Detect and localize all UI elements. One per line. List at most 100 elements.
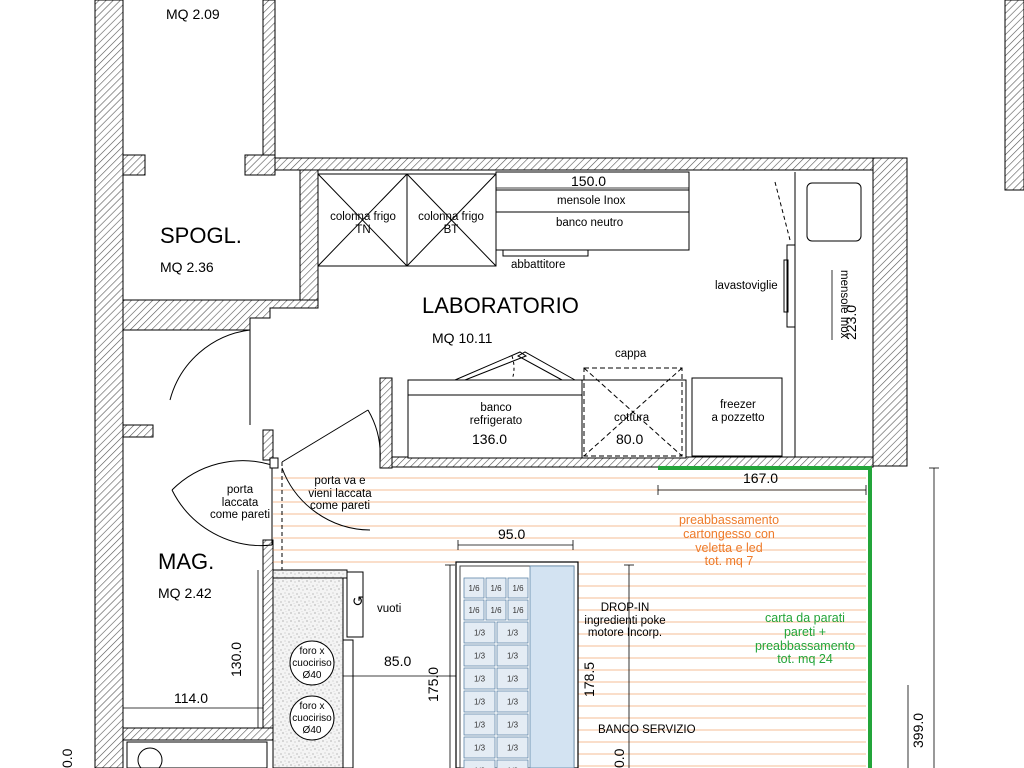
ceiling-lowering-lines — [273, 477, 866, 767]
rice-cooker-2-label: foro x cuociriso Ø40 — [292, 701, 332, 737]
gn-pan-third-label: 1/3 — [474, 652, 486, 661]
gn-pan-third-label: 1/3 — [507, 744, 519, 753]
ceiling-note-line3: veletta e led — [695, 540, 763, 555]
fridge-bt-label: colonna frigo BT — [414, 211, 488, 236]
gn-pan-third — [496, 621, 529, 644]
door-swing-line2: vieni laccata — [308, 487, 372, 500]
mag-room-area: MQ 2.42 — [158, 585, 212, 601]
dim-178-5: 178.5 — [581, 661, 597, 697]
dimension-lines — [123, 187, 939, 768]
rice-cooker-1-line3: Ø40 — [302, 670, 322, 681]
wall-mag-right — [262, 539, 274, 741]
gn-pan-third — [463, 690, 496, 713]
wallpaper-note-line1: carta da parati — [765, 611, 845, 625]
fridge-tn-line1: colonna frigo — [330, 211, 396, 223]
neutral-counter-box — [495, 171, 690, 251]
gn-pan-third-label: 1/3 — [507, 721, 519, 730]
freezer-line2: a pozzetto — [711, 411, 765, 424]
rice-cooker-hole-1 — [289, 640, 335, 686]
drop-in-line1: DROP-IN — [600, 602, 650, 614]
fridge-bt-line1: colonna frigo — [418, 211, 484, 223]
dim-399: 399.0 — [910, 712, 926, 748]
service-counter-label: BANCO SERVIZIO — [598, 724, 696, 736]
drop-in-label: DROP-IN ingredienti poke motore Incorp. — [583, 602, 667, 640]
wall-right-top — [1004, 0, 1024, 191]
freezer-box — [691, 377, 783, 457]
hood-label: cappa — [615, 348, 647, 360]
gn-pan-sixth-label: 1/6 — [512, 606, 524, 615]
rice-cooker-hole-2 — [289, 695, 335, 741]
door-swing-line1: porta va e — [314, 475, 366, 487]
gn-pan-third — [463, 713, 496, 736]
mag-room-name: MAG. — [158, 549, 215, 574]
wallpaper-boundary — [658, 466, 872, 768]
gn-pan-third — [496, 690, 529, 713]
rice-cooker-2-line3: Ø40 — [302, 725, 322, 736]
wall-mag-right-top — [262, 429, 274, 461]
rice-cooker-1-line1: foro x — [299, 646, 325, 657]
ceiling-note: preabbassamento cartongesso con veletta … — [664, 513, 794, 569]
dim-130: 130.0 — [228, 641, 244, 677]
dim-150: 150.0 — [571, 173, 607, 189]
refrigerated-counter-line1: banco — [480, 402, 512, 414]
gn-pan-third — [463, 667, 496, 690]
drop-in-glass — [529, 565, 575, 768]
gn-pan-third-label: 1/3 — [507, 698, 519, 707]
gn-pan-sixth-label: 1/6 — [512, 584, 524, 593]
rice-cooker-1-label: foro x cuociriso Ø40 — [292, 646, 332, 682]
sink-box — [806, 182, 862, 242]
dim-114: 114.0 — [174, 690, 208, 706]
doors — [169, 329, 381, 570]
spogl-room-name: SPOGL. — [160, 223, 242, 248]
walls — [94, 0, 1024, 768]
gn-pan-third-label: 1/3 — [474, 698, 486, 707]
gn-pan-sixth — [485, 599, 507, 621]
gn-pan-sixth-label: 1/6 — [490, 584, 502, 593]
voids-label: vuoti — [377, 603, 402, 615]
gn-pan-sixth — [463, 577, 485, 599]
gn-pan-sixth — [485, 577, 507, 599]
refrigerated-counter-line2: refrigerato — [469, 414, 523, 427]
top-room-area: MQ 2.09 — [166, 6, 220, 22]
gn-pan-third — [496, 667, 529, 690]
gn-pan-third-label: 1/3 — [507, 767, 519, 768]
gn-pan-third — [463, 736, 496, 759]
door-left-line2: laccata — [221, 496, 259, 509]
wall-spogl-step — [122, 299, 319, 331]
gn-pan-third-label: 1/3 — [507, 652, 519, 661]
shelves-label: mensole Inox — [557, 195, 626, 207]
blast-chiller-label: abbattitore — [511, 259, 566, 271]
ceiling-note-line4: tot. mq 7 — [704, 554, 754, 569]
lab-room-name: LABORATORIO — [422, 293, 579, 318]
wall-top-room-bottom-right — [244, 154, 276, 176]
dim-223: 223.0 — [843, 304, 859, 340]
wall-spogl-right — [299, 169, 319, 303]
spogl-room-area: MQ 2.36 — [160, 259, 214, 275]
wall-lab-top — [274, 157, 908, 171]
gn-pan-sixth-label: 1/6 — [468, 606, 480, 615]
gn-pan-third — [496, 736, 529, 759]
dim-95: 95.0 — [498, 526, 526, 542]
gn-pan-third-label: 1/3 — [474, 629, 486, 638]
gn-pan-third — [463, 621, 496, 644]
wall-left-outer — [94, 0, 124, 768]
dim-80: 80.0 — [616, 431, 644, 447]
dim-175: 175.0 — [425, 666, 441, 702]
gn-pan-third — [463, 759, 496, 768]
neutral-counter-label: banco neutro — [556, 217, 624, 229]
freezer-line1: freezer — [720, 399, 756, 411]
wall-spogl-mag — [122, 424, 154, 438]
door-left-line3: come pareti — [209, 509, 271, 522]
dim-85: 85.0 — [384, 653, 412, 669]
door-swing-label: porta va e vieni laccata come pareti — [302, 475, 378, 513]
fridge-bt-line2: BT — [443, 223, 459, 236]
dim-left-cut: 0.0 — [59, 748, 75, 768]
gn-pan-third-label: 1/3 — [474, 744, 486, 753]
cooking-label: cottura — [614, 412, 650, 424]
ceiling-note-line1: preabbassamento — [678, 513, 780, 527]
gn-pan-third — [463, 644, 496, 667]
wall-lab-right — [872, 157, 908, 467]
gn-pan-third — [496, 713, 529, 736]
